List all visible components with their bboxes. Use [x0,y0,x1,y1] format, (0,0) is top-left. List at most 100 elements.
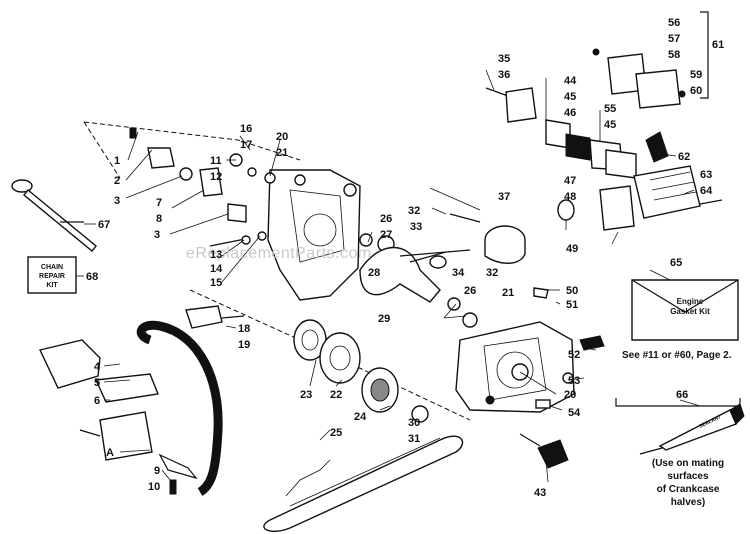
callout-26: 26 [380,213,392,225]
group-bracket-61 [700,11,709,99]
callout-36: 36 [498,69,510,81]
callout-56: 56 [668,17,680,29]
crankcase-left-half [267,169,361,301]
callout-20: 20 [564,389,576,401]
callout-59: 59 [690,69,702,81]
svg-text:of Crankcase: of Crankcase [657,484,720,495]
callout-55: 55 [604,103,616,115]
callout-23: 23 [300,389,312,401]
callout-65: 65 [670,257,682,269]
chain-repair-kit-box [27,256,77,294]
handle-bolt [169,479,177,495]
ignition-module [519,433,569,469]
callout-67: 67 [98,219,110,231]
callout-21: 21 [502,287,514,299]
callout-57: 57 [668,33,680,45]
svg-text:Gasket Kit: Gasket Kit [670,307,710,316]
piston-assembly [409,213,526,269]
callout-34: 34 [452,267,465,279]
callout-31: 31 [408,433,420,445]
callout-45: 45 [604,119,616,131]
callout-6: 6 [94,395,100,407]
callout-58: 58 [668,49,680,61]
svg-text:KIT: KIT [46,282,58,289]
gasket-kit-envelope [631,279,739,341]
callout-26: 26 [464,285,476,297]
callout-10: 10 [148,481,160,493]
scrench-wrench [11,179,97,252]
crankshaft [359,233,478,328]
callout-8: 8 [156,213,162,225]
sealant-usage-note: (Use on mating surfaces of Crankcase hal… [652,458,724,508]
callout-48: 48 [564,191,576,203]
callout-16: 16 [240,123,252,135]
callout-46: 46 [564,107,576,119]
callout-24: 24 [354,411,367,423]
svg-text:surfaces: surfaces [667,471,709,482]
callout-32: 32 [486,267,498,279]
callout-15: 15 [210,277,222,289]
svg-text:CHAIN: CHAIN [41,264,63,271]
callout-11: 11 [210,155,222,167]
chain-repair-kit-label: CHAIN REPAIR KIT [39,264,65,289]
callout-43: 43 [534,487,546,499]
callout-27: 27 [380,229,392,241]
carburetor-group [485,87,637,179]
see-page-note: See #11 or #60, Page 2. [622,350,732,361]
callout-60: 60 [690,85,702,97]
callout-62: 62 [678,151,690,163]
oil-pump-parts [129,127,276,247]
callout-66: 66 [676,389,688,401]
gasket-kit-label: Engine Gasket Kit [670,297,710,316]
leader-lines [76,69,701,483]
callout-47: 47 [564,175,576,187]
callout-3: 3 [114,195,120,207]
callout-52: 52 [568,349,580,361]
callout-63: 63 [700,169,712,181]
callout-25: 25 [330,427,342,439]
watermark-text: eReplacementParts.com [186,245,372,262]
clutch-assembly [293,319,429,423]
callout-49: 49 [566,243,578,255]
callout-29: 29 [378,313,390,325]
callout-2: 2 [114,175,120,187]
part-callouts: 1 2 3 3 4 5 6 7 8 9 10 11 12 13 14 15 16… [86,17,724,499]
callout-32: 32 [408,205,420,217]
callout-37: 37 [498,191,510,203]
callout-12: 12 [210,171,222,183]
guide-bar [263,435,464,532]
starter-parts [535,335,605,409]
callout-17: 17 [240,139,252,151]
rear-hand-guard [38,339,159,461]
cylinder-assembly [557,131,723,231]
crankcase-right-half [455,287,575,413]
callout-53: 53 [568,375,580,387]
air-filter-cover [592,48,686,109]
callout-19: 19 [238,339,250,351]
sealant-note-bracket [615,398,741,407]
oil-cap-block [185,305,245,329]
callout-54: 54 [568,407,581,419]
callout-4: 4 [94,361,101,373]
sealant-tube [639,403,745,455]
callout-A: A [106,447,114,459]
svg-text:Engine: Engine [677,297,704,306]
callout-35: 35 [498,53,510,65]
callout-61: 61 [712,39,724,51]
callout-5: 5 [94,377,100,389]
callout-64: 64 [700,185,713,197]
callout-9: 9 [154,465,160,477]
callout-28: 28 [368,267,380,279]
callout-22: 22 [330,389,342,401]
callout-1: 1 [114,155,120,167]
callout-21: 21 [276,147,288,159]
svg-text:halves): halves) [671,497,705,508]
callout-18: 18 [238,323,250,335]
callout-33: 33 [410,221,422,233]
callout-30: 30 [408,417,420,429]
callout-51: 51 [566,299,578,311]
svg-text:REPAIR: REPAIR [39,273,65,280]
callout-20: 20 [276,131,288,143]
